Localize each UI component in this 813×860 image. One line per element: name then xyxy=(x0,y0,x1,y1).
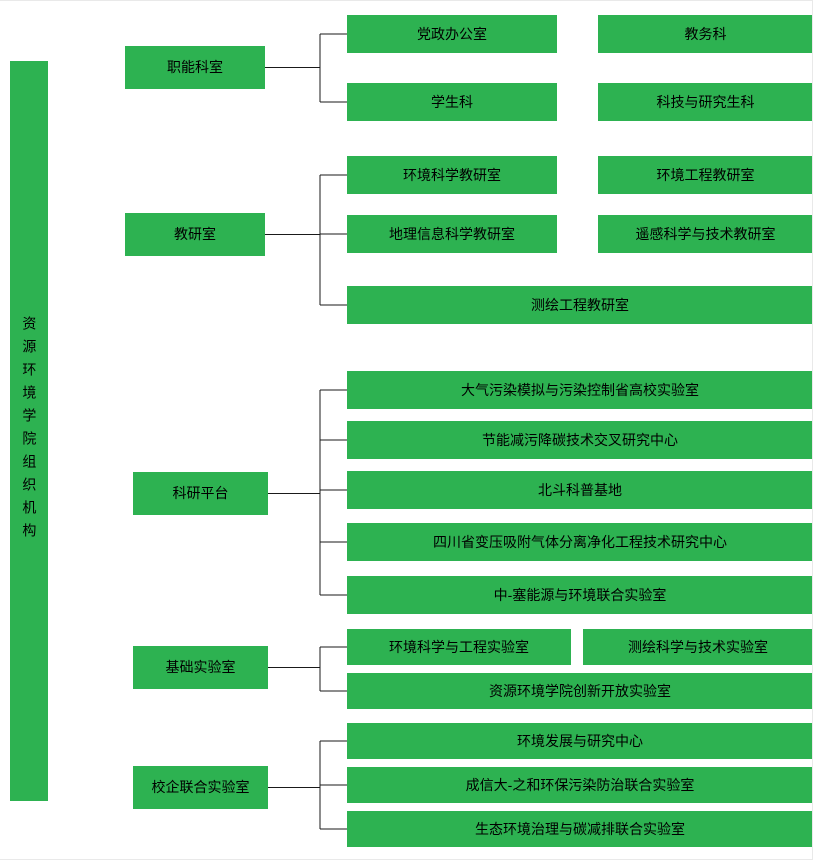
org-root-label: 资源环境学院组织机构 xyxy=(21,316,38,546)
node-eco-carbon-lab: 生态环境治理与碳减排联合实验室 xyxy=(347,811,812,847)
node-surveying-office: 测绘工程教研室 xyxy=(347,286,812,324)
node-remote-sensing-office: 遥感科学与技术教研室 xyxy=(598,215,812,253)
node-innovation-open-lab: 资源环境学院创新开放实验室 xyxy=(347,673,812,709)
node-env-engineering-office: 环境工程教研室 xyxy=(598,156,812,194)
category-box-research-platforms: 科研平台 xyxy=(133,472,268,515)
node-chengxin-zhihe-lab: 成信大-之和环保污染防治联合实验室 xyxy=(347,767,812,803)
node-beidou-base: 北斗科普基地 xyxy=(347,471,812,509)
category-box-joint-labs: 校企联合实验室 xyxy=(133,766,268,809)
category-box-functional-offices: 职能科室 xyxy=(125,46,265,89)
node-surveying-tech-lab: 测绘科学与技术实验室 xyxy=(583,629,812,665)
node-sci-tech-graduate: 科技与研究生科 xyxy=(598,83,812,121)
category-box-basic-labs: 基础实验室 xyxy=(133,646,268,689)
node-party-admin-office: 党政办公室 xyxy=(347,15,557,53)
node-china-serbia-lab: 中-塞能源与环境联合实验室 xyxy=(347,576,812,614)
node-energy-carbon-center: 节能减污降碳技术交叉研究中心 xyxy=(347,421,812,459)
node-academic-affairs: 教务科 xyxy=(598,15,812,53)
org-root-box: 资源环境学院组织机构 xyxy=(10,61,48,801)
category-box-teaching-research: 教研室 xyxy=(125,213,265,256)
node-psa-center: 四川省变压吸附气体分离净化工程技术研究中心 xyxy=(347,523,812,561)
node-env-science-office: 环境科学教研室 xyxy=(347,156,557,194)
node-env-sci-eng-lab: 环境科学与工程实验室 xyxy=(347,629,571,665)
node-air-pollution-lab: 大气污染模拟与污染控制省高校实验室 xyxy=(347,371,812,409)
node-gis-office: 地理信息科学教研室 xyxy=(347,215,557,253)
node-student-affairs: 学生科 xyxy=(347,83,557,121)
node-env-dev-center: 环境发展与研究中心 xyxy=(347,723,812,759)
